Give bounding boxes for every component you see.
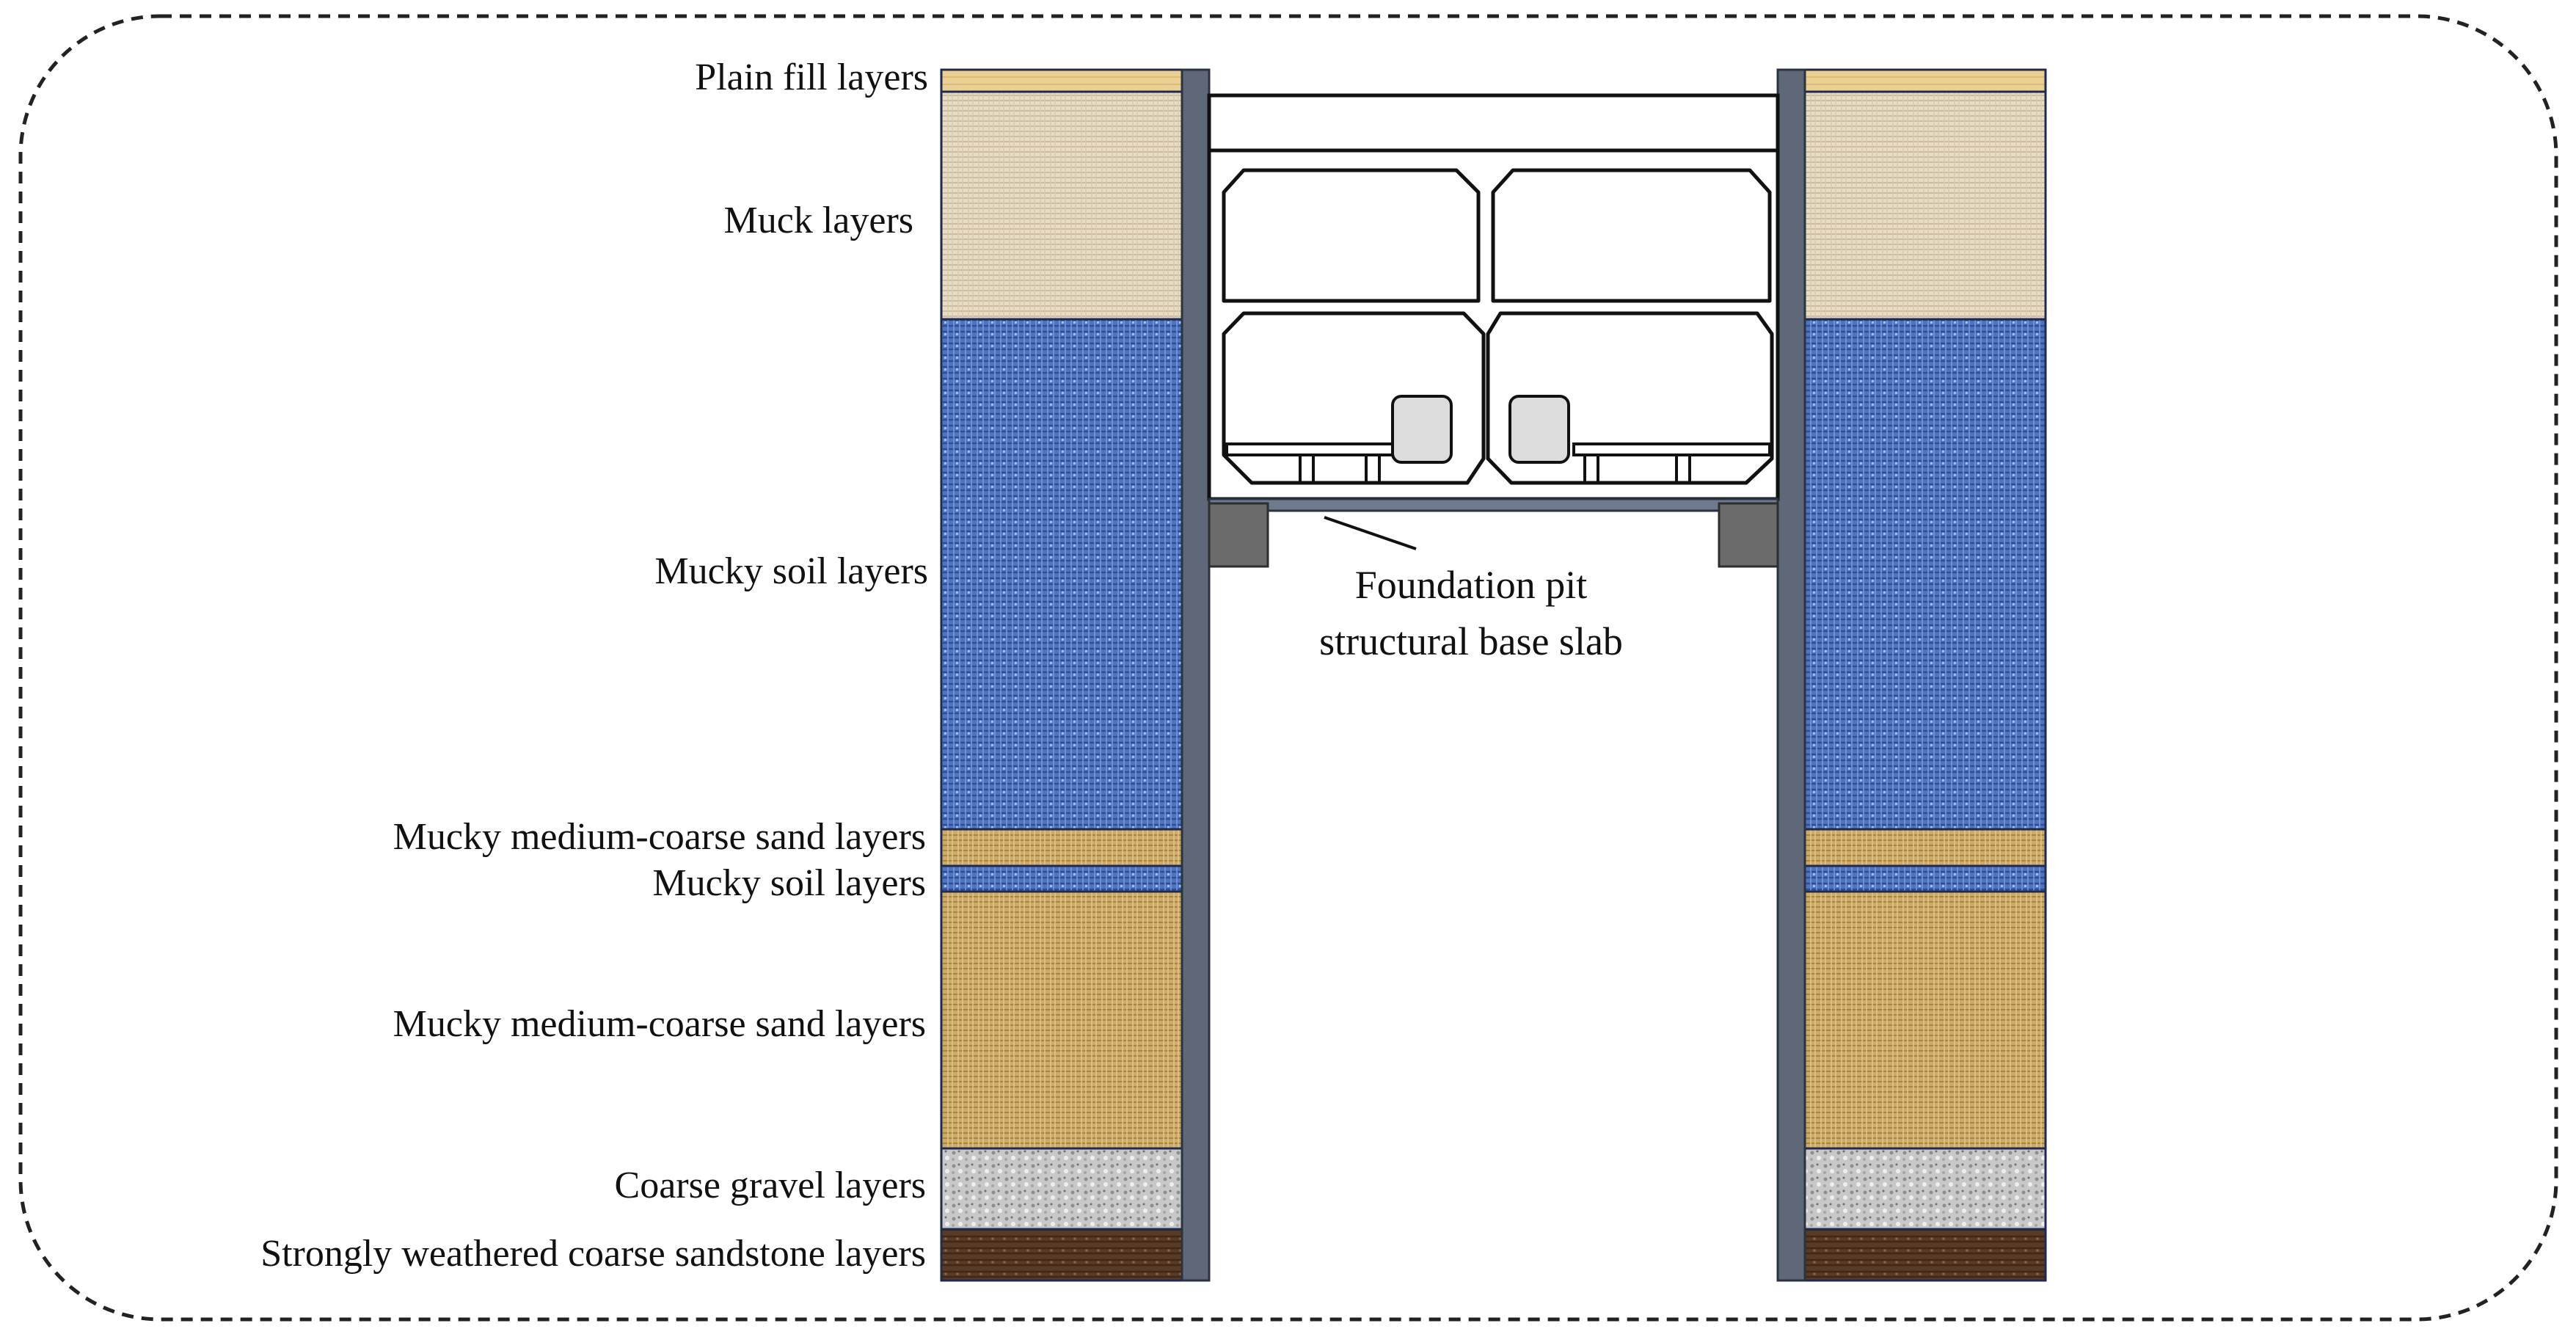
platform-block-right: [1508, 395, 1570, 464]
footing-left: [1208, 502, 1269, 568]
layer-mucky-sand-2-left: [940, 890, 1183, 1150]
left-soil-column: [940, 68, 1183, 1282]
retaining-wall-left: [1181, 68, 1211, 1282]
footing-right: [1718, 502, 1779, 568]
layer-mucky-soil-2-right: [1803, 864, 2047, 893]
layer-sandstone-left: [940, 1228, 1183, 1282]
label-mucky-sand: Mucky medium-coarse sand layers: [393, 816, 926, 858]
callout-leader-line: [1324, 516, 1417, 550]
label-mucky-soil: Mucky soil layers: [654, 550, 928, 592]
label-mucky-sand-2: Mucky medium-coarse sand layers: [393, 1003, 926, 1045]
layer-plain-fill-left: [940, 68, 1183, 93]
layer-plain-fill-right: [1803, 68, 2047, 93]
dashed-frame: [18, 14, 2558, 1322]
layer-mucky-soil-2-left: [940, 864, 1183, 893]
upper-cell-right: [1491, 168, 1772, 303]
callout-line-2: structural base slab: [1319, 619, 1623, 663]
layer-mucky-sand-right: [1803, 828, 2047, 867]
label-sandstone: Strongly weathered coarse sandstone laye…: [260, 1233, 926, 1275]
tunnel-structure: [1207, 93, 1780, 568]
layer-gravel-right: [1803, 1147, 2047, 1231]
layer-mucky-sand-2-right: [1803, 890, 2047, 1150]
right-soil-column: [1803, 68, 2047, 1282]
upper-cell-left: [1222, 168, 1481, 303]
top-slab: [1207, 93, 1780, 153]
layer-gravel-left: [940, 1147, 1183, 1231]
base-slab: [1208, 498, 1779, 512]
layer-sandstone-right: [1803, 1228, 2047, 1282]
label-mucky-soil-2: Mucky soil layers: [652, 862, 926, 904]
label-coarse-gravel: Coarse gravel layers: [615, 1165, 926, 1206]
retaining-wall-right: [1776, 68, 1806, 1282]
layer-mucky-soil-left: [940, 318, 1183, 831]
track-bed-right: [1572, 442, 1771, 483]
layer-muck-right: [1803, 90, 2047, 321]
label-plain-fill: Plain fill layers: [695, 57, 928, 98]
layer-muck-left: [940, 90, 1183, 321]
platform-block-left: [1391, 395, 1453, 464]
callout-line-1: Foundation pit: [1355, 563, 1588, 607]
layer-mucky-soil-right: [1803, 318, 2047, 831]
label-muck: Muck layers: [724, 200, 913, 241]
layer-mucky-sand-left: [940, 828, 1183, 867]
